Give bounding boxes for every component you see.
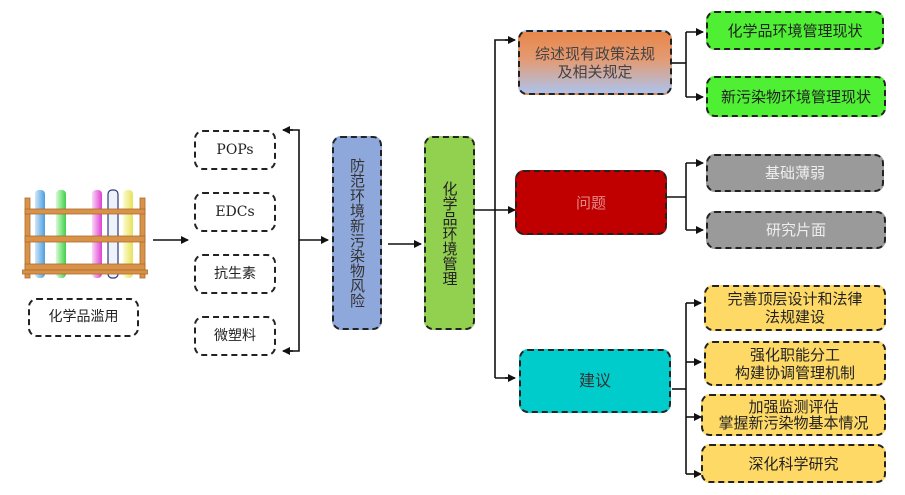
weak-foundation-node: 基础薄弱 [706, 154, 884, 192]
one-sided-research-label: 研究片面 [765, 221, 826, 239]
pollutant-antibiotics: 抗生素 [194, 254, 276, 294]
suggestion-3-node: 加强监测评估 掌握新污染物基本情况 [701, 394, 886, 436]
suggestion-3-label: 加强监测评估 掌握新污染物基本情况 [718, 397, 869, 432]
policy-review-node: 综述现有政策法规 及相关规定 [518, 30, 672, 95]
policy-review-label: 综述现有政策法规 及相关规定 [534, 44, 655, 81]
suggestion-2-label: 强化职能分工 构建协调管理机制 [734, 345, 855, 382]
pollutant-label: 抗生素 [214, 265, 256, 282]
source-node: 化学品滥用 [28, 298, 139, 337]
suggestions-label: 建议 [578, 371, 611, 391]
bracket-pollutants [284, 129, 300, 352]
problems-label: 问题 [575, 193, 606, 212]
newpoll-status-label: 新污染物环境管理现状 [720, 87, 871, 106]
pollutant-label: EDCs [215, 203, 255, 220]
risk-label: 防范环境新污染物风险 [348, 158, 366, 308]
one-sided-research-node: 研究片面 [706, 211, 886, 249]
suggestion-1-node: 完善顶层设计和法律 法规建设 [704, 285, 886, 331]
management-label: 化学品环境管理 [440, 180, 459, 286]
pollutant-pops: POPs [194, 130, 276, 170]
newpoll-status-node: 新污染物环境管理现状 [706, 76, 886, 117]
chem-status-label: 化学品环境管理现状 [727, 21, 863, 40]
suggestion-4-node: 深化科学研究 [701, 444, 886, 483]
suggestion-2-node: 强化职能分工 构建协调管理机制 [704, 341, 886, 386]
source-label: 化学品滥用 [48, 309, 119, 326]
pollutant-label: 微塑料 [214, 327, 256, 344]
problems-node: 问题 [515, 170, 667, 235]
test-tube-rack-icon [22, 189, 148, 279]
pollutant-microplastics: 微塑料 [194, 316, 276, 356]
risk-node: 防范环境新污染物风险 [332, 136, 382, 330]
pollutant-edcs: EDCs [194, 192, 276, 232]
management-node: 化学品环境管理 [424, 136, 475, 330]
suggestion-4-label: 深化科学研究 [748, 454, 839, 473]
weak-foundation-label: 基础薄弱 [764, 164, 825, 182]
pollutant-label: POPs [216, 141, 254, 158]
suggestion-1-label: 完善顶层设计和法律 法规建设 [727, 290, 863, 326]
suggestions-node: 建议 [519, 349, 671, 413]
chem-status-node: 化学品环境管理现状 [706, 11, 884, 50]
